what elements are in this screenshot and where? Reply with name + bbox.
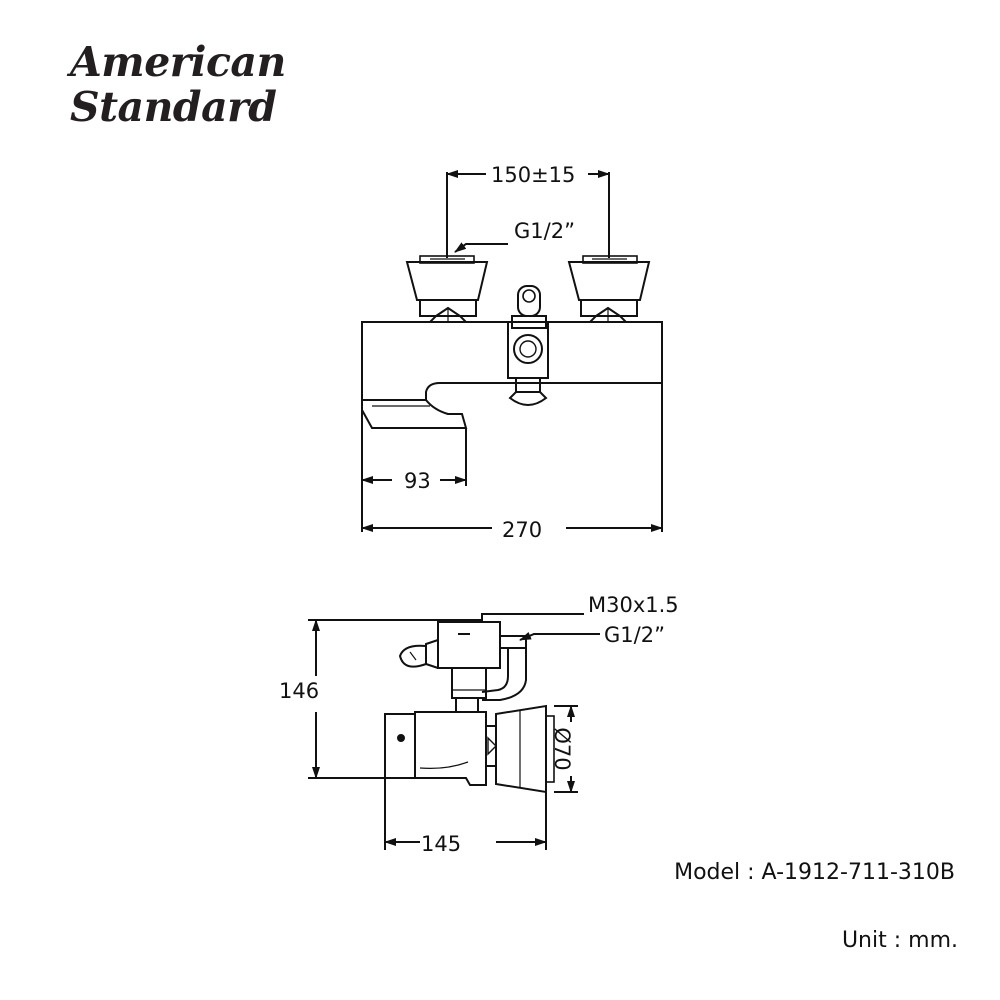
front-spacing-label: 150±15 xyxy=(491,163,575,187)
side-view xyxy=(308,613,600,850)
front-view xyxy=(361,170,663,532)
side-depth-label: 145 xyxy=(421,832,461,856)
side-inlet-label: G1/2” xyxy=(604,623,665,647)
diameter-label: Ø70 xyxy=(550,727,574,770)
height-label: 146 xyxy=(279,679,319,703)
brand-logo: American Standard xyxy=(70,40,286,130)
model-number: Model : A-1912-711-310B xyxy=(674,860,955,885)
brand-logo-line1: American xyxy=(70,38,286,86)
brand-logo-line2: Standard xyxy=(70,83,277,131)
overall-width-label: 270 xyxy=(502,518,542,542)
outlet-thread-label: M30x1.5 xyxy=(588,593,679,617)
front-inlet-label: G1/2” xyxy=(514,219,575,243)
spout-depth-label: 93 xyxy=(404,469,431,493)
unit-label: Unit : mm. xyxy=(841,928,958,953)
